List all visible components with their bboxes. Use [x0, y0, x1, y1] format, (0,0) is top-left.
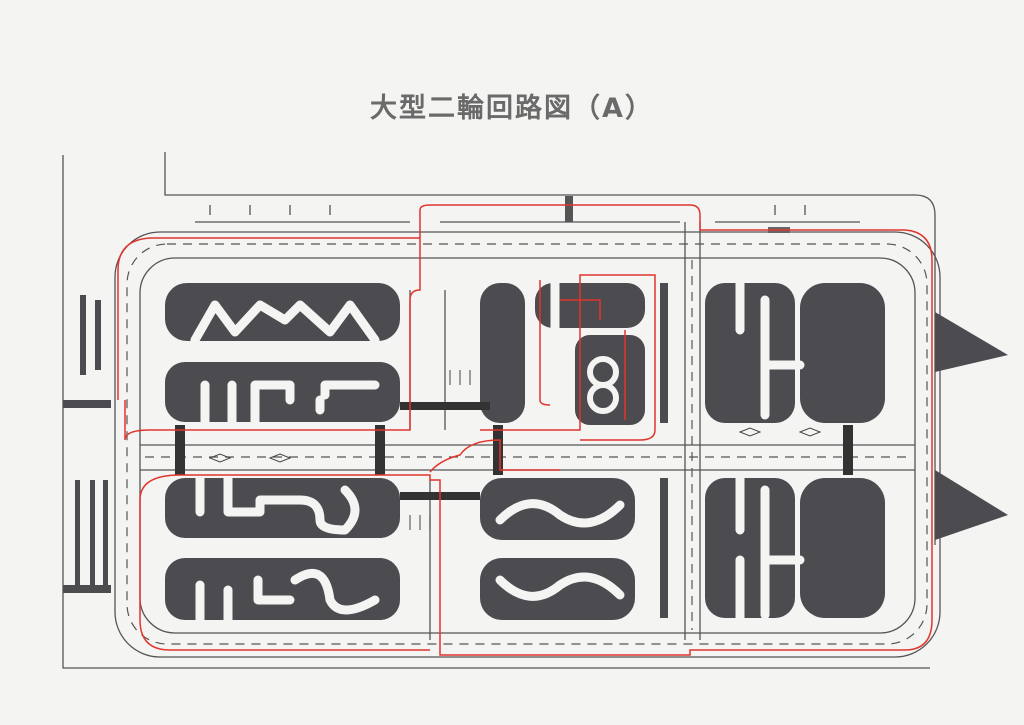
- block-group-left: [165, 283, 400, 625]
- site-boundary: [62, 152, 936, 669]
- block-group-center: [480, 278, 645, 620]
- outer-lane-center: [126, 243, 928, 645]
- top-crosswalk: [565, 196, 573, 222]
- left-lanes: [63, 295, 111, 593]
- top-parking-lines: [195, 205, 860, 223]
- middle-road-center: [145, 260, 910, 630]
- riding-route: [117, 204, 933, 656]
- road-markings: [208, 370, 822, 530]
- right-triangle-1: [935, 312, 1008, 372]
- right-triangle-2: [935, 470, 1008, 540]
- block-group-right: [660, 278, 885, 623]
- diagram-title: 大型二輪回路図（A）: [370, 93, 654, 124]
- inner-route: [539, 280, 626, 420]
- outer-lane-edge: [114, 231, 941, 658]
